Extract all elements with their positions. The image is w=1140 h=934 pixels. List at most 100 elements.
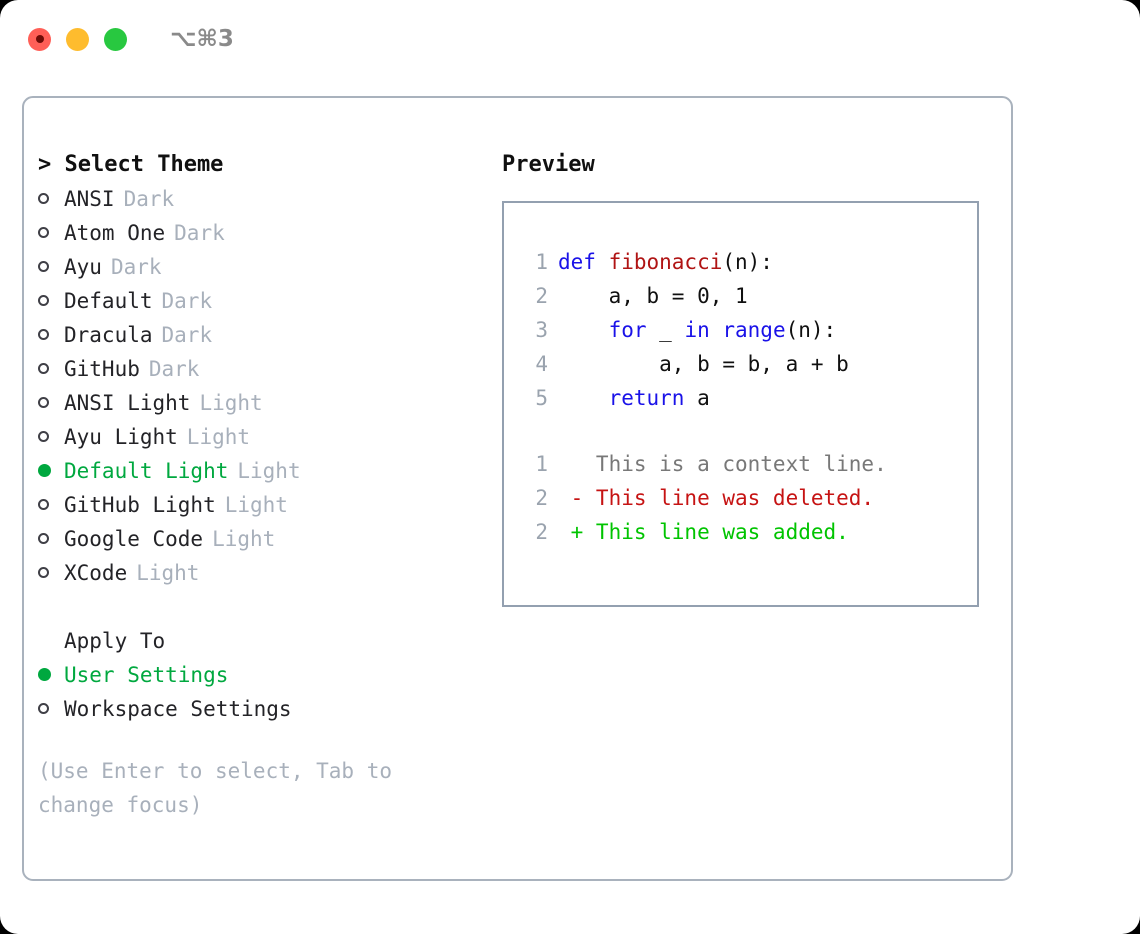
radio-marker — [38, 216, 64, 250]
code-text: a, b = b, a + b — [558, 347, 849, 381]
theme-option-xcode[interactable]: XCode Light — [38, 556, 478, 590]
token-plain: _ — [646, 318, 685, 342]
token-kw: in range — [684, 318, 786, 342]
theme-option-github[interactable]: GitHub Dark — [38, 352, 478, 386]
radio-unselected-icon — [38, 226, 49, 238]
option-label: Google Code — [64, 527, 204, 551]
radio-marker — [38, 250, 64, 284]
line-number: 4 — [535, 352, 548, 376]
radio-marker — [38, 318, 64, 352]
maximize-window-button[interactable] — [104, 27, 127, 51]
radio-unselected-icon — [38, 192, 49, 204]
line-number: 2 — [535, 284, 548, 308]
apply-to-option-user-settings[interactable]: User Settings — [38, 658, 478, 692]
diff-line: 2 - This line was deleted. — [518, 481, 977, 515]
radio-unselected-icon — [38, 566, 49, 578]
theme-variant-badge: Dark — [148, 357, 200, 381]
line-number: 5 — [535, 386, 548, 410]
option-label: Atom One — [64, 221, 166, 245]
token-plain: (n): — [722, 250, 773, 274]
theme-variant-badge: Light — [199, 391, 263, 415]
apply-to-option-workspace-settings[interactable]: Workspace Settings — [38, 692, 478, 726]
option-label: Default — [64, 289, 153, 313]
option-label: Ayu Light — [64, 425, 178, 449]
token-kw: for — [608, 318, 647, 342]
token-plain: a, b = 0, 1 — [558, 284, 748, 308]
theme-option-google-code[interactable]: Google Code Light — [38, 522, 478, 556]
radio-marker — [38, 284, 64, 318]
option-label: GitHub — [64, 357, 140, 381]
minimize-window-button[interactable] — [66, 27, 89, 51]
theme-variant-badge: Dark — [110, 255, 162, 279]
code-gap — [518, 415, 977, 447]
radio-marker — [38, 420, 64, 454]
token-plain — [558, 318, 609, 342]
radio-selected-icon — [38, 667, 51, 681]
code-text: for _ in range(n): — [558, 313, 837, 347]
theme-option-default[interactable]: Default Dark — [38, 284, 478, 318]
token-fn: fibonacci — [608, 250, 723, 274]
diff-line: 2 + This line was added. — [518, 515, 977, 549]
option-label: ANSI Light — [64, 391, 191, 415]
radio-unselected-icon — [38, 430, 49, 442]
code-line: 3 for _ in range(n): — [518, 313, 977, 347]
option-label: Default Light — [64, 459, 229, 483]
theme-variant-badge: Light — [136, 561, 200, 585]
radio-marker — [38, 522, 64, 556]
radio-marker — [38, 488, 64, 522]
theme-variant-badge: Light — [224, 493, 288, 517]
code-text: This is a context line. — [558, 447, 887, 481]
theme-option-atom-one[interactable]: Atom One Dark — [38, 216, 478, 250]
select-theme-header: > Select Theme — [38, 152, 224, 177]
line-number: 1 — [535, 250, 548, 274]
diff-line: 1 This is a context line. — [518, 447, 977, 481]
radio-marker — [38, 658, 64, 692]
code-text: a, b = 0, 1 — [558, 279, 748, 313]
radio-unselected-icon — [38, 362, 49, 374]
preview-title: Preview — [502, 152, 595, 177]
radio-unselected-icon — [38, 328, 49, 340]
line-number: 2 — [535, 520, 548, 544]
option-label: User Settings — [64, 663, 229, 687]
theme-option-ansi-light[interactable]: ANSI Light Light — [38, 386, 478, 420]
radio-marker — [38, 352, 64, 386]
keyboard-shortcut-label: ⌥⌘3 — [170, 26, 234, 52]
code-text: return a — [558, 381, 710, 415]
theme-variant-badge: Dark — [174, 221, 225, 245]
option-label: XCode — [64, 561, 128, 585]
token-kw: return — [608, 386, 685, 410]
apply-to-header: Apply To — [64, 629, 166, 653]
code-line: 4 a, b = b, a + b — [518, 347, 977, 381]
token-plain: a — [684, 386, 710, 410]
line-number: 1 — [535, 452, 548, 476]
token-ctx: This is a context line. — [558, 452, 887, 476]
option-label: GitHub Light — [64, 493, 216, 517]
theme-variant-badge: Light — [212, 527, 276, 551]
window-titlebar: ⌥⌘3 — [0, 0, 1140, 78]
line-number: 3 — [535, 318, 548, 342]
radio-marker — [38, 386, 64, 420]
theme-option-github-light[interactable]: GitHub Light Light — [38, 488, 478, 522]
close-window-button[interactable] — [28, 27, 51, 51]
radio-unselected-icon — [38, 396, 49, 408]
close-icon — [35, 35, 44, 43]
diff-sample: 1 This is a context line.2 - This line w… — [518, 447, 977, 549]
code-text: + This line was added. — [558, 515, 849, 549]
theme-variant-badge: Dark — [161, 289, 213, 313]
radio-unselected-icon — [38, 702, 49, 714]
code-line: 5 return a — [518, 381, 977, 415]
radio-unselected-icon — [38, 498, 49, 510]
radio-marker — [38, 454, 64, 488]
radio-unselected-icon — [38, 294, 49, 306]
